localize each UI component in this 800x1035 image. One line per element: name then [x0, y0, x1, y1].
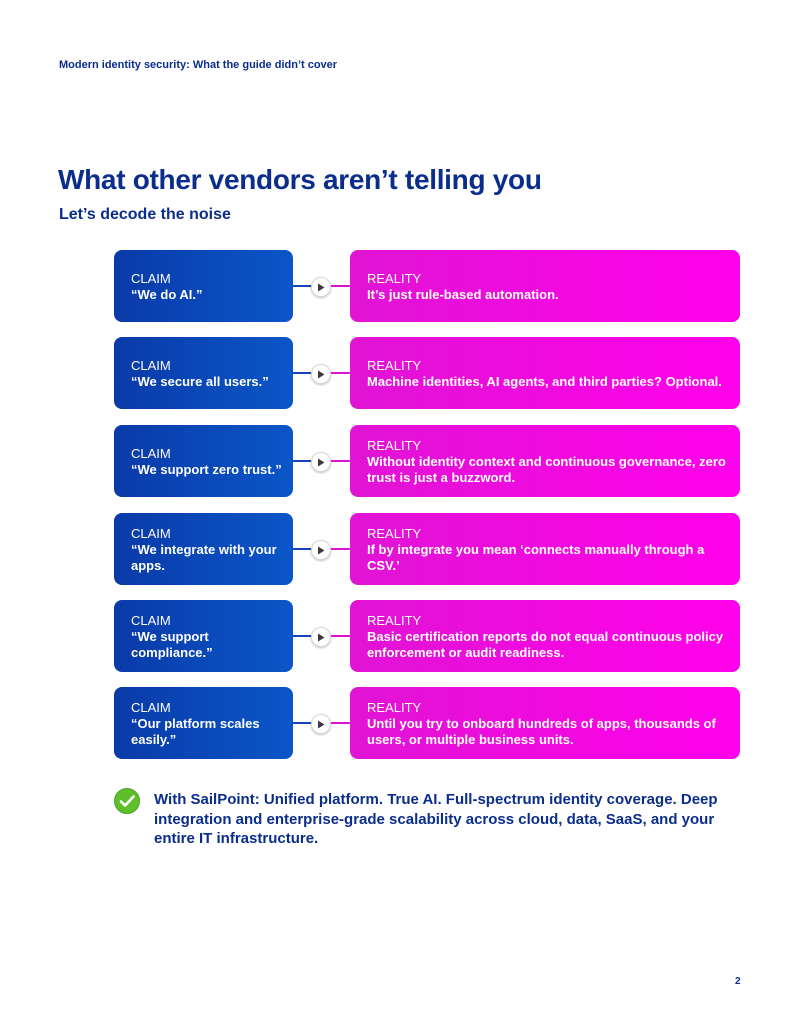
reality-box: REALITY Machine identities, AI agents, a… [350, 337, 740, 409]
reality-text: Without identity context and continuous … [367, 453, 726, 485]
claim-label: CLAIM [131, 270, 171, 286]
reality-box: REALITY Basic certification reports do n… [350, 600, 740, 672]
reality-box: REALITY Without identity context and con… [350, 425, 740, 497]
reality-text: Machine identities, AI agents, and third… [367, 373, 722, 389]
reality-box: REALITY Until you try to onboard hundred… [350, 687, 740, 759]
reality-text: It’s just rule-based automation. [367, 286, 559, 302]
claim-box: CLAIM “We integrate with your apps. [114, 513, 293, 585]
play-icon [311, 364, 331, 384]
play-icon [311, 277, 331, 297]
reality-label: REALITY [367, 525, 422, 541]
claim-box: CLAIM “We support compliance.” [114, 600, 293, 672]
claim-text: “We integrate with your apps. [131, 541, 277, 573]
play-icon [311, 714, 331, 734]
claim-box: CLAIM “We support zero trust.” [114, 425, 293, 497]
reality-label: REALITY [367, 612, 422, 628]
claim-reality-row: CLAIM “We support compliance.” REALITY B… [114, 600, 740, 672]
claim-label: CLAIM [131, 612, 171, 628]
reality-box: REALITY If by integrate you mean ‘connec… [350, 513, 740, 585]
connector-line [331, 460, 350, 462]
claim-reality-row: CLAIM “Our platform scales easily.” REAL… [114, 687, 740, 759]
page-subtitle: Let’s decode the noise [59, 206, 231, 223]
claim-box: CLAIM “We do AI.” [114, 250, 293, 322]
claim-box: CLAIM “Our platform scales easily.” [114, 687, 293, 759]
reality-label: REALITY [367, 270, 422, 286]
connector-line [293, 722, 313, 724]
connector-line [293, 548, 313, 550]
reality-text: Until you try to onboard hundreds of app… [367, 715, 716, 747]
claim-text: “We support compliance.” [131, 628, 213, 660]
running-header: Modern identity security: What the guide… [59, 59, 338, 71]
play-icon [311, 540, 331, 560]
play-icon [311, 452, 331, 472]
reality-text: If by integrate you mean ‘connects manua… [367, 541, 705, 573]
connector-line [293, 285, 313, 287]
connector-line [331, 722, 350, 724]
claim-reality-row: CLAIM “We support zero trust.” REALITY W… [114, 425, 740, 497]
connector-line [293, 460, 313, 462]
claim-reality-row: CLAIM “We do AI.” REALITY It’s just rule… [114, 250, 740, 322]
claim-reality-row: CLAIM “We secure all users.” REALITY Mac… [114, 337, 740, 409]
claim-reality-row: CLAIM “We integrate with your apps. REAL… [114, 513, 740, 585]
reality-label: REALITY [367, 437, 422, 453]
claim-box: CLAIM “We secure all users.” [114, 337, 293, 409]
connector-line [331, 285, 350, 287]
page-number: 2 [735, 976, 741, 987]
claim-text: “We support zero trust.” [131, 461, 282, 477]
claim-text: “Our platform scales easily.” [131, 715, 260, 747]
check-circle-icon [114, 788, 140, 814]
connector-line [293, 372, 313, 374]
claim-label: CLAIM [131, 699, 171, 715]
play-icon [311, 627, 331, 647]
reality-text: Basic certification reports do not equal… [367, 628, 724, 660]
claim-label: CLAIM [131, 445, 171, 461]
reality-box: REALITY It’s just rule-based automation. [350, 250, 740, 322]
claim-text: “We do AI.” [131, 286, 203, 302]
connector-line [331, 548, 350, 550]
reality-label: REALITY [367, 699, 422, 715]
claim-text: “We secure all users.” [131, 373, 269, 389]
summary-text: With SailPoint: Unified platform. True A… [154, 791, 718, 847]
reality-label: REALITY [367, 357, 422, 373]
claim-label: CLAIM [131, 525, 171, 541]
claim-label: CLAIM [131, 357, 171, 373]
connector-line [293, 635, 313, 637]
connector-line [331, 372, 350, 374]
connector-line [331, 635, 350, 637]
page-title: What other vendors aren’t telling you [58, 164, 542, 195]
